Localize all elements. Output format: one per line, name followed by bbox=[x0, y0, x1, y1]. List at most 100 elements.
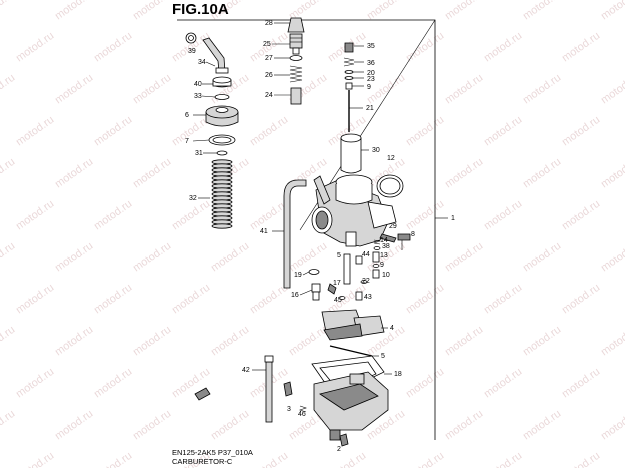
callout-6: 6 bbox=[185, 112, 189, 119]
callout-22: 22 bbox=[362, 278, 370, 285]
part-20-clip bbox=[344, 70, 354, 74]
callout-5: 5 bbox=[381, 353, 385, 360]
watermark-text: motod.ru bbox=[599, 240, 625, 275]
watermark-text: motod.ru bbox=[443, 408, 485, 443]
watermark-text: motod.ru bbox=[599, 324, 625, 359]
watermark-text: motod.ru bbox=[248, 450, 290, 468]
watermark-text: motod.ru bbox=[521, 72, 563, 107]
part-39-clip bbox=[185, 32, 197, 44]
callout-46: 46 bbox=[298, 411, 306, 418]
watermark-text: motod.ru bbox=[443, 240, 485, 275]
part-10-jet bbox=[372, 269, 380, 279]
watermark-text: motod.ru bbox=[14, 30, 56, 65]
callout-20: 20 bbox=[367, 70, 375, 77]
part-42-drain-tube bbox=[264, 355, 274, 423]
watermark-text: motod.ru bbox=[131, 156, 173, 191]
watermark-text: motod.ru bbox=[170, 198, 212, 233]
watermark-text: motod.ru bbox=[482, 30, 524, 65]
part-38-oring bbox=[373, 246, 381, 250]
watermark-text: motod.ru bbox=[326, 450, 368, 468]
callout-9: 9 bbox=[367, 84, 371, 91]
watermark-text: motod.ru bbox=[209, 240, 251, 275]
watermark-text: motod.ru bbox=[0, 0, 17, 22]
watermark-text: motod.ru bbox=[287, 324, 329, 359]
watermark-text: motod.ru bbox=[599, 72, 625, 107]
callout-43: 43 bbox=[364, 294, 372, 301]
watermark-text: motod.ru bbox=[131, 324, 173, 359]
part-19-washer bbox=[308, 269, 320, 275]
part-26-spring bbox=[289, 65, 303, 83]
callout-3: 3 bbox=[287, 406, 291, 413]
part-25-adjuster bbox=[289, 33, 303, 55]
figure-title: FIG.10A bbox=[172, 1, 229, 18]
callout-9: 9 bbox=[380, 262, 384, 269]
callout-40: 40 bbox=[194, 81, 202, 88]
callout-14: 14 bbox=[380, 237, 388, 244]
watermark-text: motod.ru bbox=[560, 282, 602, 317]
footer-name: CARBURETOR-C bbox=[172, 457, 233, 466]
part-41-hose bbox=[283, 179, 307, 289]
watermark-text: motod.ru bbox=[0, 72, 17, 107]
watermark-text: motod.ru bbox=[170, 282, 212, 317]
callout-7: 7 bbox=[185, 138, 189, 145]
watermark-text: motod.ru bbox=[443, 72, 485, 107]
callout-30: 30 bbox=[372, 147, 380, 154]
watermark-text: motod.ru bbox=[131, 0, 173, 22]
part-5-float-pin bbox=[329, 345, 373, 357]
watermark-text: motod.ru bbox=[209, 72, 251, 107]
leader-line-16 bbox=[299, 289, 313, 296]
watermark-text: motod.ru bbox=[14, 450, 56, 468]
watermark-text: motod.ru bbox=[14, 366, 56, 401]
watermark-text: motod.ru bbox=[443, 156, 485, 191]
callout-39: 39 bbox=[188, 48, 196, 55]
callout-4: 4 bbox=[390, 325, 394, 332]
callout-32: 32 bbox=[189, 195, 197, 202]
watermark-text: motod.ru bbox=[248, 114, 290, 149]
watermark-text: motod.ru bbox=[53, 240, 95, 275]
watermark-text: motod.ru bbox=[560, 366, 602, 401]
part-29-screw bbox=[379, 233, 397, 243]
watermark-text: motod.ru bbox=[92, 366, 134, 401]
part-5-needle-jet bbox=[343, 253, 351, 285]
callout-27: 27 bbox=[265, 55, 273, 62]
watermark-text: motod.ru bbox=[521, 408, 563, 443]
part-27-nut bbox=[289, 55, 303, 61]
watermark-text: motod.ru bbox=[560, 198, 602, 233]
watermark-text: motod.ru bbox=[482, 198, 524, 233]
watermark-text: motod.ru bbox=[287, 240, 329, 275]
watermark-text: motod.ru bbox=[92, 30, 134, 65]
part-45-washer bbox=[338, 296, 346, 300]
leader-line-19 bbox=[302, 271, 310, 276]
part-label bbox=[194, 387, 211, 401]
watermark-text: motod.ru bbox=[599, 156, 625, 191]
watermark-text: motod.ru bbox=[560, 450, 602, 468]
watermark-text: motod.ru bbox=[521, 156, 563, 191]
part-3-screw bbox=[283, 381, 293, 397]
watermark-text: motod.ru bbox=[53, 0, 95, 22]
watermark-text: motod.ru bbox=[599, 408, 625, 443]
watermark-text: motod.ru bbox=[560, 114, 602, 149]
watermark-text: motod.ru bbox=[404, 282, 446, 317]
watermark-text: motod.ru bbox=[92, 450, 134, 468]
watermark-text: motod.ru bbox=[53, 72, 95, 107]
callout-10: 10 bbox=[382, 272, 390, 279]
callout-28: 28 bbox=[265, 20, 273, 27]
watermark-text: motod.ru bbox=[14, 282, 56, 317]
callout-29: 29 bbox=[389, 223, 397, 230]
callout-36: 36 bbox=[367, 60, 375, 67]
part-14-spring bbox=[373, 239, 381, 245]
part-9b-washer bbox=[372, 264, 380, 268]
callout-23: 23 bbox=[367, 76, 375, 83]
watermark-text: motod.ru bbox=[92, 198, 134, 233]
callout-12: 12 bbox=[387, 155, 395, 162]
watermark-text: motod.ru bbox=[131, 240, 173, 275]
watermark-text: motod.ru bbox=[443, 0, 485, 22]
part-6-top-cap bbox=[205, 105, 239, 127]
part-40-nut bbox=[212, 76, 232, 88]
part-24-plunger bbox=[290, 87, 302, 105]
callout-16: 16 bbox=[291, 292, 299, 299]
part-36-spring bbox=[343, 57, 355, 67]
watermark-text: motod.ru bbox=[521, 324, 563, 359]
callout-1: 1 bbox=[451, 215, 455, 222]
